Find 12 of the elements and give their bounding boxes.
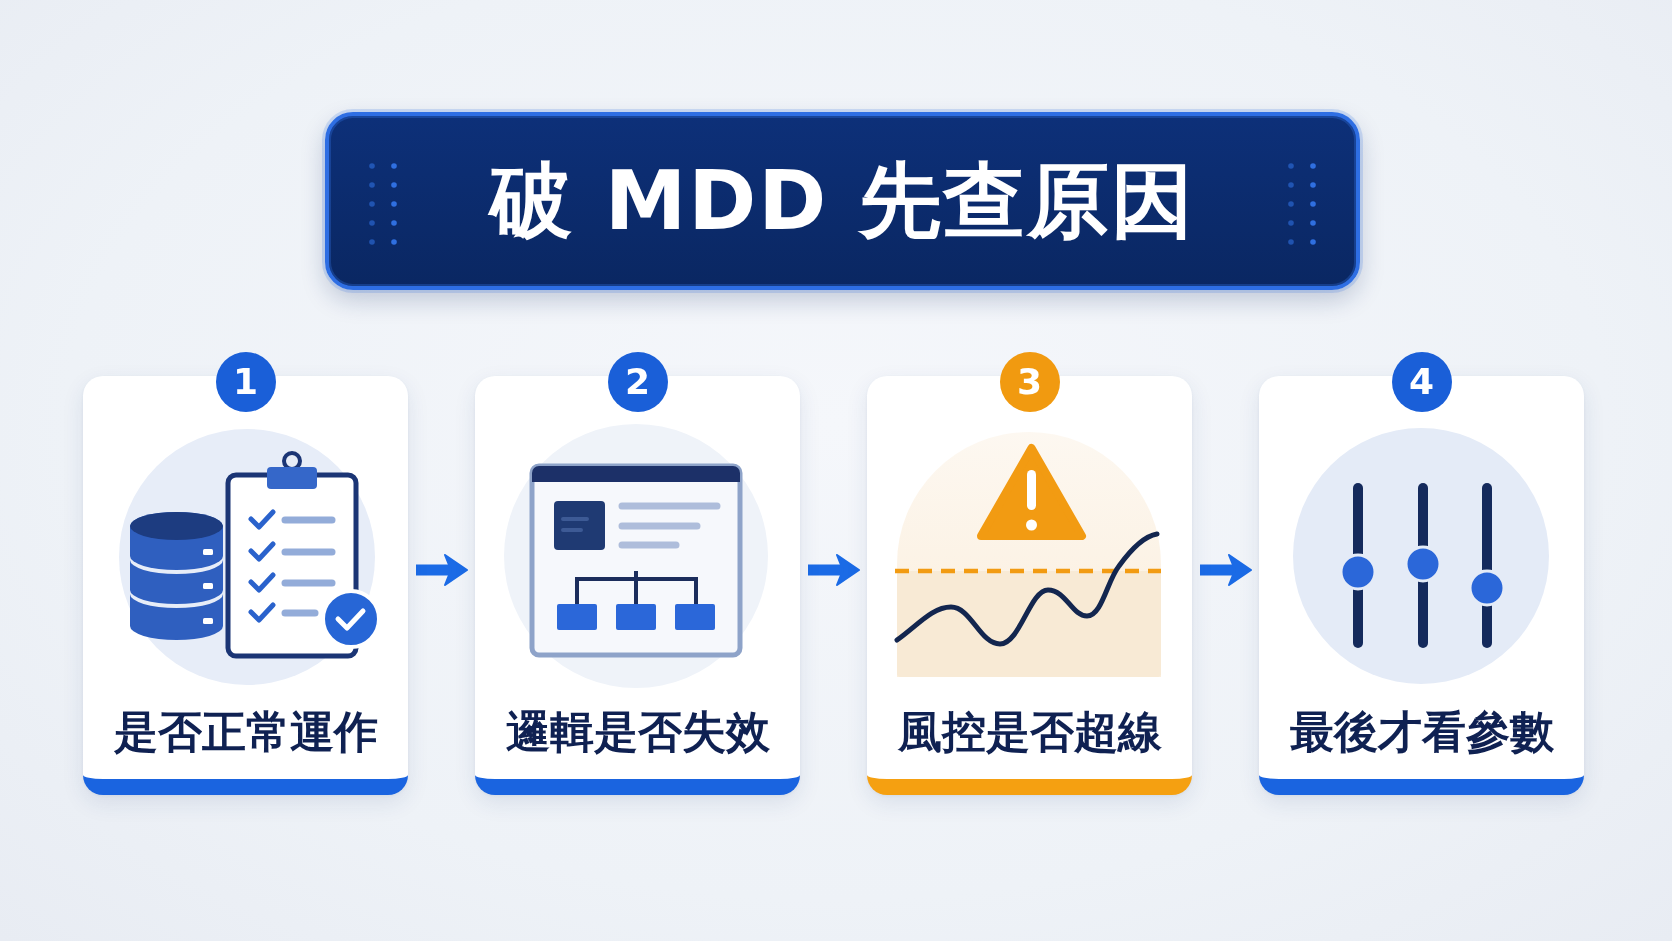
step-number: 4 xyxy=(1391,352,1452,412)
arrow xyxy=(808,554,860,586)
step-number: 1 xyxy=(215,352,276,412)
title: 破 MDD 先查原因 xyxy=(490,153,1195,249)
step-number: 2 xyxy=(607,352,668,412)
arrow xyxy=(416,554,468,586)
arrow xyxy=(1200,554,1252,586)
step-label: 最後才看參數 xyxy=(1289,705,1554,759)
step-label: 邏輯是否失效 xyxy=(505,705,770,759)
step-number: 3 xyxy=(999,352,1060,412)
step-label: 是否正常運作 xyxy=(113,705,378,759)
step-label: 風控是否超線 xyxy=(897,705,1162,759)
